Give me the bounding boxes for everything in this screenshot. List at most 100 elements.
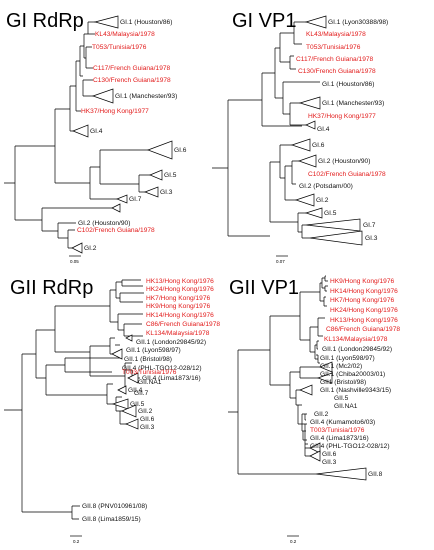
leaf-label: HK24/Hong Kong/1976 (330, 307, 398, 314)
panel-gii-vp1: GII VP1 HK9/Hong Kong/1976 HK14/Hong Kon… (228, 275, 400, 544)
leaf-label: GII.6 (140, 416, 155, 423)
leaf-label: GII.4 (Kumamoto6/03) (310, 419, 375, 426)
panel-gi-rdrp: GI RdRp GI.1 (Houston/86) KL43/Malaysia/… (4, 10, 187, 264)
leaf-label: GI.2 (316, 197, 329, 204)
tree-branches (4, 21, 150, 249)
clade-triangle (121, 404, 137, 418)
clade-triangle (111, 203, 121, 213)
leaf-labels: HK9/Hong Kong/1976 HK14/Hong Kong/1976 H… (310, 278, 400, 478)
leaf-label: GII.8 (PNV010961/08) (82, 503, 147, 510)
leaf-label: GI.1 (Houston/86) (322, 81, 374, 88)
leaf-label: C102/French Guiana/1978 (308, 171, 386, 178)
leaf-label: T053/Tunisia/1976 (306, 44, 361, 51)
leaf-label: GII1 (Bristol/98) (320, 379, 366, 386)
clade-triangle (305, 218, 361, 232)
leaf-label: GII.1 (Nashville9343/15) (320, 387, 391, 394)
clade-triangle (117, 385, 127, 395)
scale-bar-label: 0.07 (276, 259, 285, 264)
clade-triangle (290, 138, 311, 152)
leaf-label: GI.5 (164, 172, 177, 179)
panel-gii-rdrp: GII RdRp HK13/Hong Kong/1976 HK24/Hong K… (4, 277, 220, 544)
tree-branches (4, 279, 144, 520)
leaf-label: HK24/Hong Kong/1976 (146, 286, 214, 293)
leaf-label: GII.1 (Bristol/98) (124, 356, 172, 363)
scale-bar-label: 0.05 (70, 259, 79, 264)
clade-triangle (111, 348, 123, 360)
clade-triangle (72, 124, 89, 138)
leaf-label: HK13/Hong Kong/1976 (146, 278, 214, 285)
leaf-label: GII.3 (140, 424, 155, 431)
leaf-label: GII.8 (368, 471, 383, 478)
clade-triangle (125, 418, 139, 430)
leaf-label: KL134/Malaysia/1978 (324, 336, 388, 343)
tree-branches (212, 21, 320, 239)
leaf-label: GII.1 (Lyon598/97) (126, 347, 181, 354)
collapsed-clades (111, 334, 139, 430)
clade-triangle (297, 154, 317, 168)
scale-bar-label: 0.2 (290, 539, 297, 544)
leaf-label: GI.2 (Houston/90) (78, 220, 130, 227)
leaf-label: GII.NA1 (334, 403, 358, 410)
clade-triangle (144, 186, 159, 198)
clade-triangle (309, 450, 321, 462)
scale-bar: 0.07 (276, 255, 288, 264)
panel-gi-vp1: GI VP1 GI.1 (Lyon30388/98) KL43/Malaysia… (212, 10, 388, 264)
leaf-label: HK7/Hong Kong/1976 (146, 295, 210, 302)
leaf-label: C117/French Guiana/1978 (93, 65, 171, 72)
clade-triangle (304, 15, 327, 29)
clade-triangle (316, 372, 333, 384)
leaf-label: GI.2 (Houston/90) (318, 158, 370, 165)
leaf-label: GI.3 (160, 189, 173, 196)
clade-triangle (71, 242, 83, 254)
leaf-label: C130/French Guiana/1978 (93, 77, 171, 84)
clade-triangle (305, 120, 316, 130)
leaf-label: GII.5 (334, 395, 349, 402)
leaf-labels: GI.1 (Lyon30388/98) KL43/Malaysia/1978 T… (296, 19, 388, 242)
clade-triangle (116, 194, 128, 204)
clade-triangle (111, 398, 129, 410)
collapsed-clades (299, 361, 367, 481)
leaf-label: GI.7 (363, 222, 376, 229)
leaf-label: GII.5 (130, 401, 145, 408)
leaf-label: HK37/Hong Kong/1977 (81, 108, 149, 115)
leaf-label: GI.6 (174, 147, 187, 154)
leaf-label: GII.1 (Lyon598/97) (320, 355, 375, 362)
leaf-label: KL134/Malaysia/1978 (146, 330, 210, 337)
leaf-label: HK9/Hong Kong/1976 (146, 303, 210, 310)
clade-triangle (309, 230, 363, 246)
leaf-label: GII.3 (322, 459, 337, 466)
leaf-label: GI.2 (84, 245, 97, 252)
leaf-label: KL43/Malaysia/1978 (306, 31, 366, 38)
leaf-label: GI.1 (Manchester/93) (115, 93, 177, 100)
leaf-label: GI.4 (90, 128, 103, 135)
clade-triangle (304, 207, 323, 219)
leaf-label: C117/French Guiana/1978 (296, 56, 374, 63)
clade-triangle (294, 193, 315, 207)
leaf-label: C86/French Guiana/1978 (146, 321, 220, 328)
leaf-label: T003/Tunisia/1976 (310, 427, 365, 434)
leaf-label: GII.4 (Lima1873/16) (310, 435, 369, 442)
leaf-label: GI.4 (317, 126, 330, 133)
leaf-label: GI.7 (129, 196, 142, 203)
leaf-labels: GI.1 (Houston/86) KL43/Malaysia/1978 T05… (77, 19, 187, 252)
leaf-label: T003/Tunisia/1976 (122, 369, 177, 376)
leaf-label: GII.1 (London29845/92) (322, 346, 392, 353)
leaf-label: HK9/Hong Kong/1976 (330, 278, 394, 285)
leaf-label: T053/Tunisia/1976 (92, 44, 147, 51)
clade-triangle (299, 384, 313, 396)
panel-title: GI RdRp (6, 10, 84, 32)
leaf-label: GII.1 (London29845/92) (136, 339, 206, 346)
leaf-label: GI.2 (Potsdam/00) (299, 183, 353, 190)
clade-triangle (147, 140, 173, 160)
leaf-label: GII.NA1 (138, 379, 162, 386)
leaf-label: HK14/Hong Kong/1976 (330, 288, 398, 295)
leaf-label: GI.1 (Manchester/93) (322, 100, 384, 107)
clade-triangle (127, 372, 139, 384)
scale-bar: 0.2 (70, 535, 82, 544)
leaf-label: KL43/Malaysia/1978 (95, 31, 155, 38)
leaf-label: GII.8 (Lima1859/15) (82, 516, 141, 523)
leaf-label: C130/French Guiana/1978 (298, 68, 376, 75)
leaf-label: GII.6 (322, 451, 337, 458)
clade-triangle (91, 88, 114, 104)
